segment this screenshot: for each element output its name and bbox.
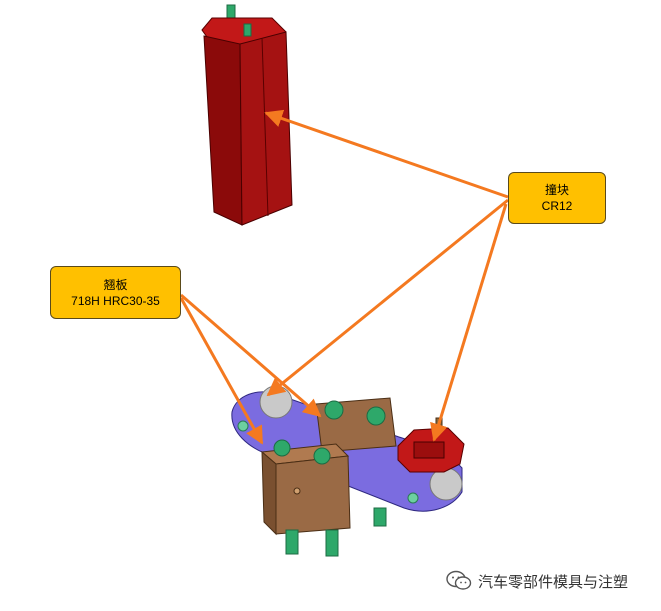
arrow-plate-to-rocker	[180, 293, 322, 418]
support-block-rear	[315, 397, 397, 527]
callout-plate-name: 翘板	[103, 277, 128, 292]
arrow-strike-to-lower-block	[430, 203, 508, 442]
callout-plate-material: 718H HRC30-35	[71, 293, 160, 308]
arrow-plate-to-front	[179, 297, 264, 445]
callout-arrows	[179, 109, 509, 445]
watermark-text: 汽车零部件模具与注塑	[478, 573, 629, 591]
support-block-front	[260, 439, 351, 557]
arrow-strike-to-upper-block	[264, 109, 509, 199]
callout-strike-material: CR12	[541, 199, 573, 213]
callout-rocker-plate: 翘板 718H HRC30-35	[50, 266, 181, 319]
wechat-icon	[446, 570, 472, 590]
watermark: 汽车零部件模具与注塑	[446, 570, 628, 592]
callout-strike-name: 撞块	[544, 183, 569, 197]
callout-strike-block: 撞块 CR12	[508, 172, 606, 224]
strike-block-upper	[201, 4, 293, 226]
arrow-strike-to-mid	[266, 198, 509, 397]
strike-block-lower	[397, 417, 465, 473]
